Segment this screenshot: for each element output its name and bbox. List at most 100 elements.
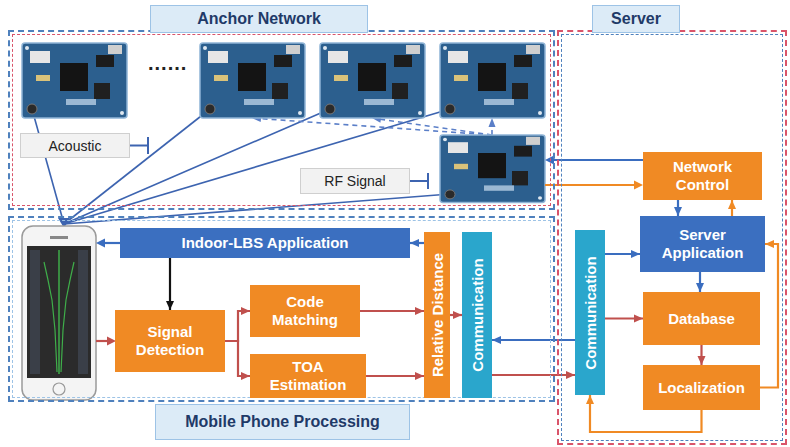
connector-arrow [605, 315, 643, 323]
connector-line [225, 311, 250, 341]
process-box: Signal Detection [115, 310, 225, 372]
title-text: Anchor Network [197, 10, 321, 28]
box-label: Communication [582, 256, 599, 369]
arrow-head [698, 356, 706, 365]
connector-arrow [492, 336, 575, 344]
rf-line [491, 126, 493, 135]
arrow-head [634, 315, 643, 323]
title-text: Server [611, 10, 661, 28]
application-box: Server Application [640, 216, 765, 272]
arrow-head [674, 207, 682, 216]
box-label: Network Control [651, 158, 754, 194]
phone-body [22, 226, 96, 400]
acoustic-lines [32, 109, 450, 224]
signal-trace [61, 262, 74, 372]
process-box: Code Matching [250, 285, 360, 337]
box-label: Signal Detection [123, 323, 217, 359]
process-bar: Relative Distance [424, 232, 450, 398]
box-label: Acoustic [49, 138, 102, 154]
acoustic-line [32, 109, 64, 224]
anchor-board [22, 43, 127, 118]
rf-lines [260, 119, 492, 135]
connector-arrow [696, 272, 704, 292]
arrow-head [241, 307, 250, 315]
arrow-head [241, 372, 250, 380]
arrow-head [566, 371, 575, 379]
connector-arrow [166, 258, 174, 310]
control-line [554, 159, 643, 161]
acoustic-line [64, 109, 450, 224]
arrow-head [765, 240, 774, 248]
bracket-line [130, 145, 148, 147]
arrow-head [634, 181, 643, 190]
arrow-head [453, 311, 462, 319]
connector-arrow [366, 372, 424, 380]
box-label: TOA Estimation [258, 358, 358, 394]
connector-arrow [225, 307, 250, 341]
arrow-head [545, 156, 554, 165]
arrow-head [586, 395, 594, 404]
signal-trace [58, 250, 60, 374]
arrow-head [415, 372, 424, 380]
process-box: TOA Estimation [250, 354, 366, 398]
box-label: RF Signal [324, 173, 385, 189]
process-box: Network Control [643, 152, 762, 200]
ellipsis-mark: ...... [148, 52, 187, 75]
arrow-head [489, 118, 496, 127]
box-label: Code Matching [258, 293, 352, 329]
region-title: Server [592, 5, 680, 33]
box-label: Indoor-LBS Application [182, 234, 349, 252]
bracket-line [410, 180, 428, 182]
box-label: Server Application [648, 226, 757, 262]
phone [22, 226, 96, 400]
arrow-head [415, 307, 424, 315]
arrow-head [728, 200, 736, 209]
connector-arrow [492, 371, 575, 379]
anchor-board [200, 43, 305, 118]
process-box: Localization [643, 365, 760, 410]
rf-anchor-board [440, 135, 545, 203]
arrow-head [96, 239, 105, 248]
box-label: Relative Distance [429, 253, 446, 377]
phone-screen [27, 246, 91, 378]
communication-bar: Communication [462, 232, 492, 398]
region-title: Mobile Phone Processing [155, 404, 410, 440]
process-box: Database [643, 292, 760, 345]
region-inner-border [12, 34, 551, 206]
connector-arrow [605, 250, 640, 258]
signal-tag: Acoustic [20, 133, 130, 158]
arrow-head [410, 239, 419, 247]
connector-arrow [450, 311, 462, 319]
arrow-head [696, 283, 704, 292]
connector-arrow [674, 200, 682, 216]
connector-line [360, 310, 424, 312]
arrow-head [492, 336, 501, 344]
anchor-board [320, 43, 425, 118]
connector-line [225, 341, 250, 376]
arrow-head [166, 301, 174, 310]
home-button [53, 383, 65, 395]
region-title: Anchor Network [150, 5, 368, 33]
acoustic-line [64, 109, 210, 224]
label-bracket [130, 137, 428, 189]
connector-line [492, 374, 575, 376]
network-region: Anchor NetworkAcousticRF Signal [8, 30, 555, 210]
application-box: Indoor-LBS Application [120, 228, 410, 258]
display-arrow [104, 242, 120, 244]
title-text: Mobile Phone Processing [185, 413, 380, 431]
screen-panel [78, 250, 88, 374]
arrow-head [631, 250, 640, 258]
signal-tag: RF Signal [300, 168, 410, 194]
bracket-tick [147, 137, 149, 154]
box-label: Database [668, 310, 735, 328]
rf-line [380, 119, 492, 135]
connector-arrow [360, 307, 424, 315]
anchor-board [440, 43, 545, 118]
bracket-tick [427, 173, 429, 189]
phone-speaker [50, 236, 68, 239]
mobile-region: Mobile Phone ProcessingIndoor-LBS Applic… [8, 216, 555, 402]
connector-arrow [698, 345, 706, 365]
box-label: Communication [469, 258, 486, 371]
screen-panel [30, 250, 40, 374]
